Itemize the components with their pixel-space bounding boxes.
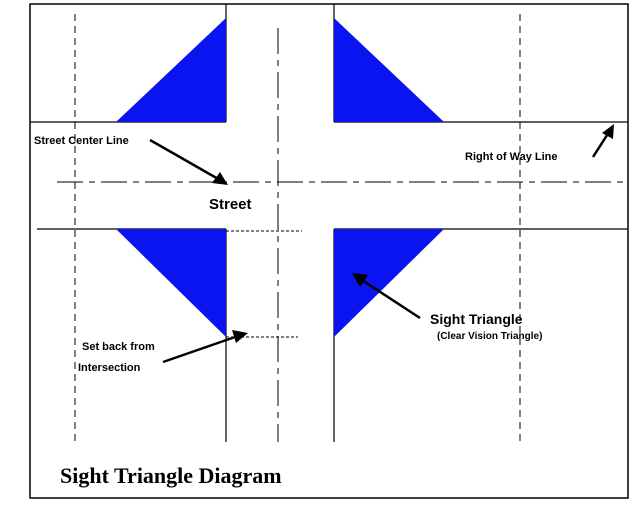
sight-triangle-bottom-left [116, 229, 226, 337]
sight-triangle-top-left [116, 18, 226, 122]
arrowhead-sight-triangle [352, 273, 368, 287]
arrowhead-center-line [212, 172, 228, 185]
label-setback-line2: Intersection [78, 362, 141, 374]
label-clear-vision-triangle: (Clear Vision Triangle) [437, 331, 542, 342]
label-street-center-line: Street Center Line [34, 135, 129, 147]
setback-lines [74, 14, 521, 442]
diagram-caption: Sight Triangle Diagram [60, 463, 282, 488]
label-sight-triangle: Sight Triangle [430, 311, 523, 327]
arrow-setback [162, 334, 239, 364]
sight-triangle-bottom-right [334, 229, 444, 337]
label-setback-line1: Set back from [82, 341, 155, 353]
street-center-lines [57, 28, 628, 442]
arrowhead-setback [232, 330, 248, 343]
callout-arrows [149, 124, 614, 364]
right-of-way-lines [30, 4, 628, 442]
label-street: Street [209, 196, 252, 213]
label-right-of-way-line: Right of Way Line [465, 151, 557, 163]
sight-triangle-top-right [334, 18, 444, 122]
sight-triangles [116, 18, 444, 337]
diagram-frame [29, 3, 629, 499]
arrow-sight-triangle [361, 278, 421, 320]
arrow-right-of-way [591, 131, 611, 158]
arrow-center-line [149, 138, 221, 182]
arrowhead-right-of-way [602, 124, 614, 139]
